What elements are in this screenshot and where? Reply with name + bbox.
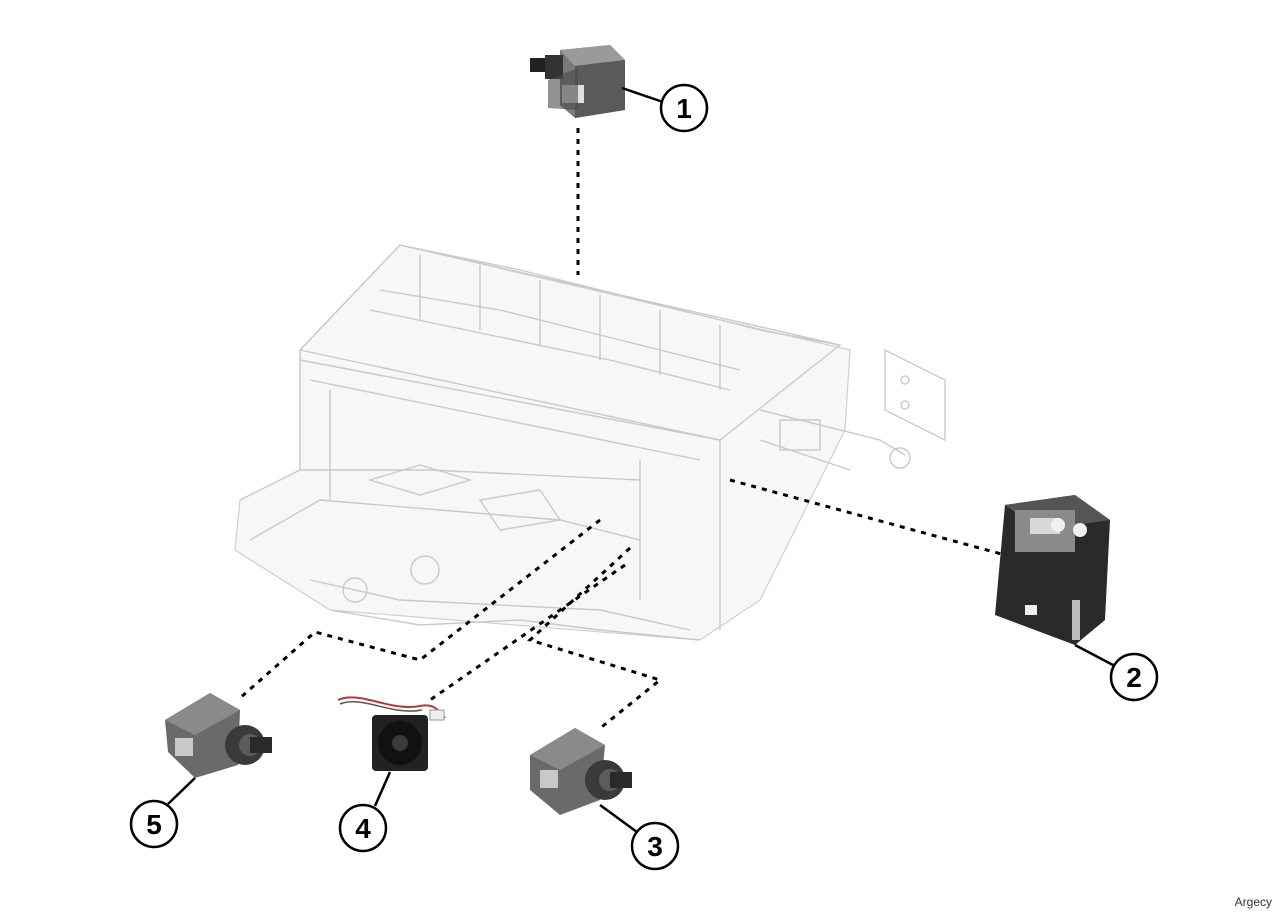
drive-assembly-2-image: [995, 495, 1110, 645]
connector-2: [729, 478, 1006, 557]
svg-text:5: 5: [146, 809, 162, 840]
svg-text:3: 3: [647, 831, 663, 862]
printer-frame: [234, 244, 946, 641]
connector-3: [527, 546, 664, 732]
callout-2: 2: [1109, 652, 1159, 702]
motor-5-image: [165, 693, 272, 778]
callout-4: 4: [338, 803, 388, 853]
svg-text:2: 2: [1126, 662, 1142, 693]
motor-1-image: [530, 45, 625, 118]
fan-4-image: [337, 696, 446, 771]
callout-5: 5: [129, 799, 179, 849]
svg-text:1: 1: [676, 93, 692, 124]
connector-lines: [239, 128, 1006, 732]
watermark-text: Argecy: [1234, 895, 1272, 909]
motor-3-image: [530, 728, 632, 815]
callout-1: 1: [659, 83, 709, 133]
callout-3: 3: [630, 821, 680, 871]
leader-lines: [167, 86, 1114, 834]
connector-5: [239, 518, 601, 700]
svg-text:4: 4: [355, 813, 371, 844]
